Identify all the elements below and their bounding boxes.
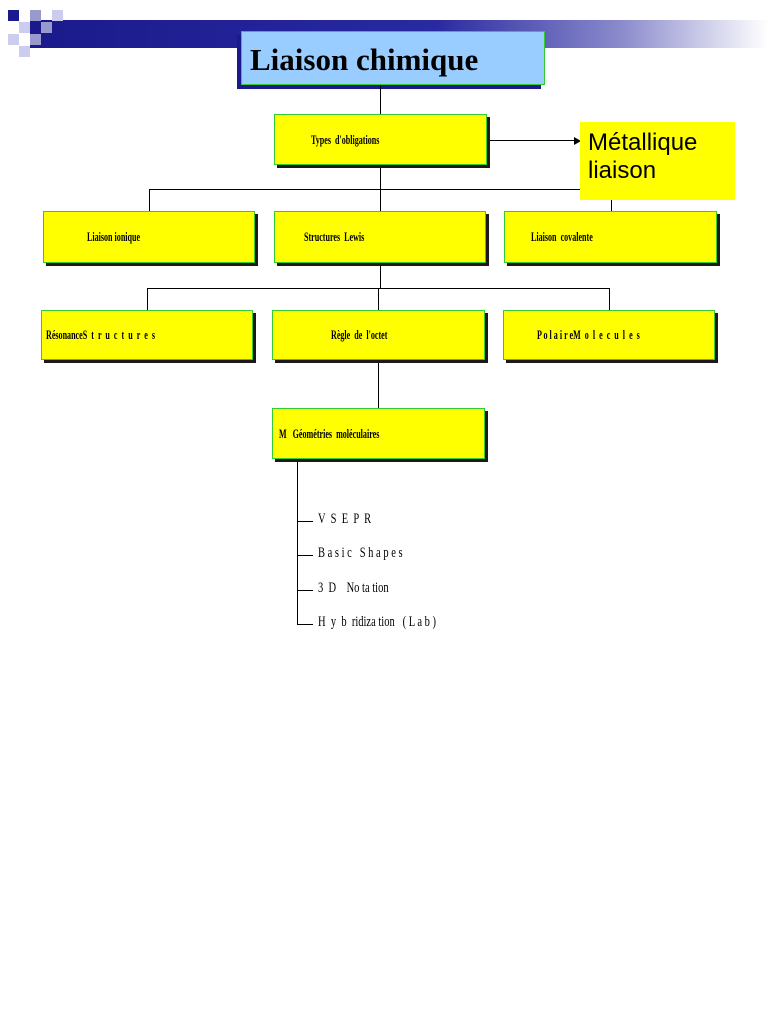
node-types: Types d'obligations <box>274 114 487 165</box>
connector-line <box>147 288 148 310</box>
connector-line <box>297 521 313 522</box>
metallique-line-2: liaison <box>588 157 657 184</box>
sub-item-3d-notation: 3 D No ta tion <box>318 580 389 596</box>
header-square <box>41 22 52 33</box>
connector-line <box>297 459 298 625</box>
connector-line <box>380 85 381 114</box>
header-square <box>19 22 30 33</box>
arrow-line <box>487 140 575 141</box>
header-square <box>8 10 19 21</box>
node-polaire: P o l a i r eM o l e c u l e s <box>503 310 715 360</box>
connector-line <box>378 360 379 408</box>
header-square <box>30 10 41 21</box>
sub-item-basic-shapes: B a s i c S h a p e s <box>318 545 403 561</box>
sub-item-hybridization: H y b ridiza tion ( L a b ) <box>318 614 437 630</box>
connector-line <box>378 288 379 310</box>
title-box: Liaison chimique <box>241 31 545 85</box>
node-lewis: Structures Lewis <box>274 211 486 263</box>
node-resonance: RésonanceS t r u c t u r e s <box>41 310 253 360</box>
header-square <box>52 10 63 21</box>
connector-line <box>297 590 313 591</box>
metallique-line-1: Métallique <box>588 129 698 156</box>
header-square <box>30 34 41 45</box>
node-covalente: Liaison covalente <box>504 211 717 263</box>
connector-line <box>297 555 313 556</box>
connector-line <box>149 189 150 211</box>
connector-line <box>611 200 612 211</box>
connector-line <box>380 263 381 288</box>
connector-line <box>609 288 610 310</box>
connector-line <box>380 189 381 211</box>
node-octet: Règle de l'octet <box>272 310 485 360</box>
connector-line <box>297 624 313 625</box>
arrow-head <box>574 137 581 145</box>
node-geometries: M Géométries moléculaires <box>272 408 485 459</box>
sub-item-vsepr: V S E P R <box>318 511 372 527</box>
node-ionique: Liaison ionique <box>43 211 255 263</box>
connector-line <box>380 165 381 189</box>
node-metallique: Métallique liaison <box>580 122 735 200</box>
diagram-title: Liaison chimique <box>250 42 479 77</box>
header-square <box>8 34 19 45</box>
header-square <box>19 46 30 57</box>
